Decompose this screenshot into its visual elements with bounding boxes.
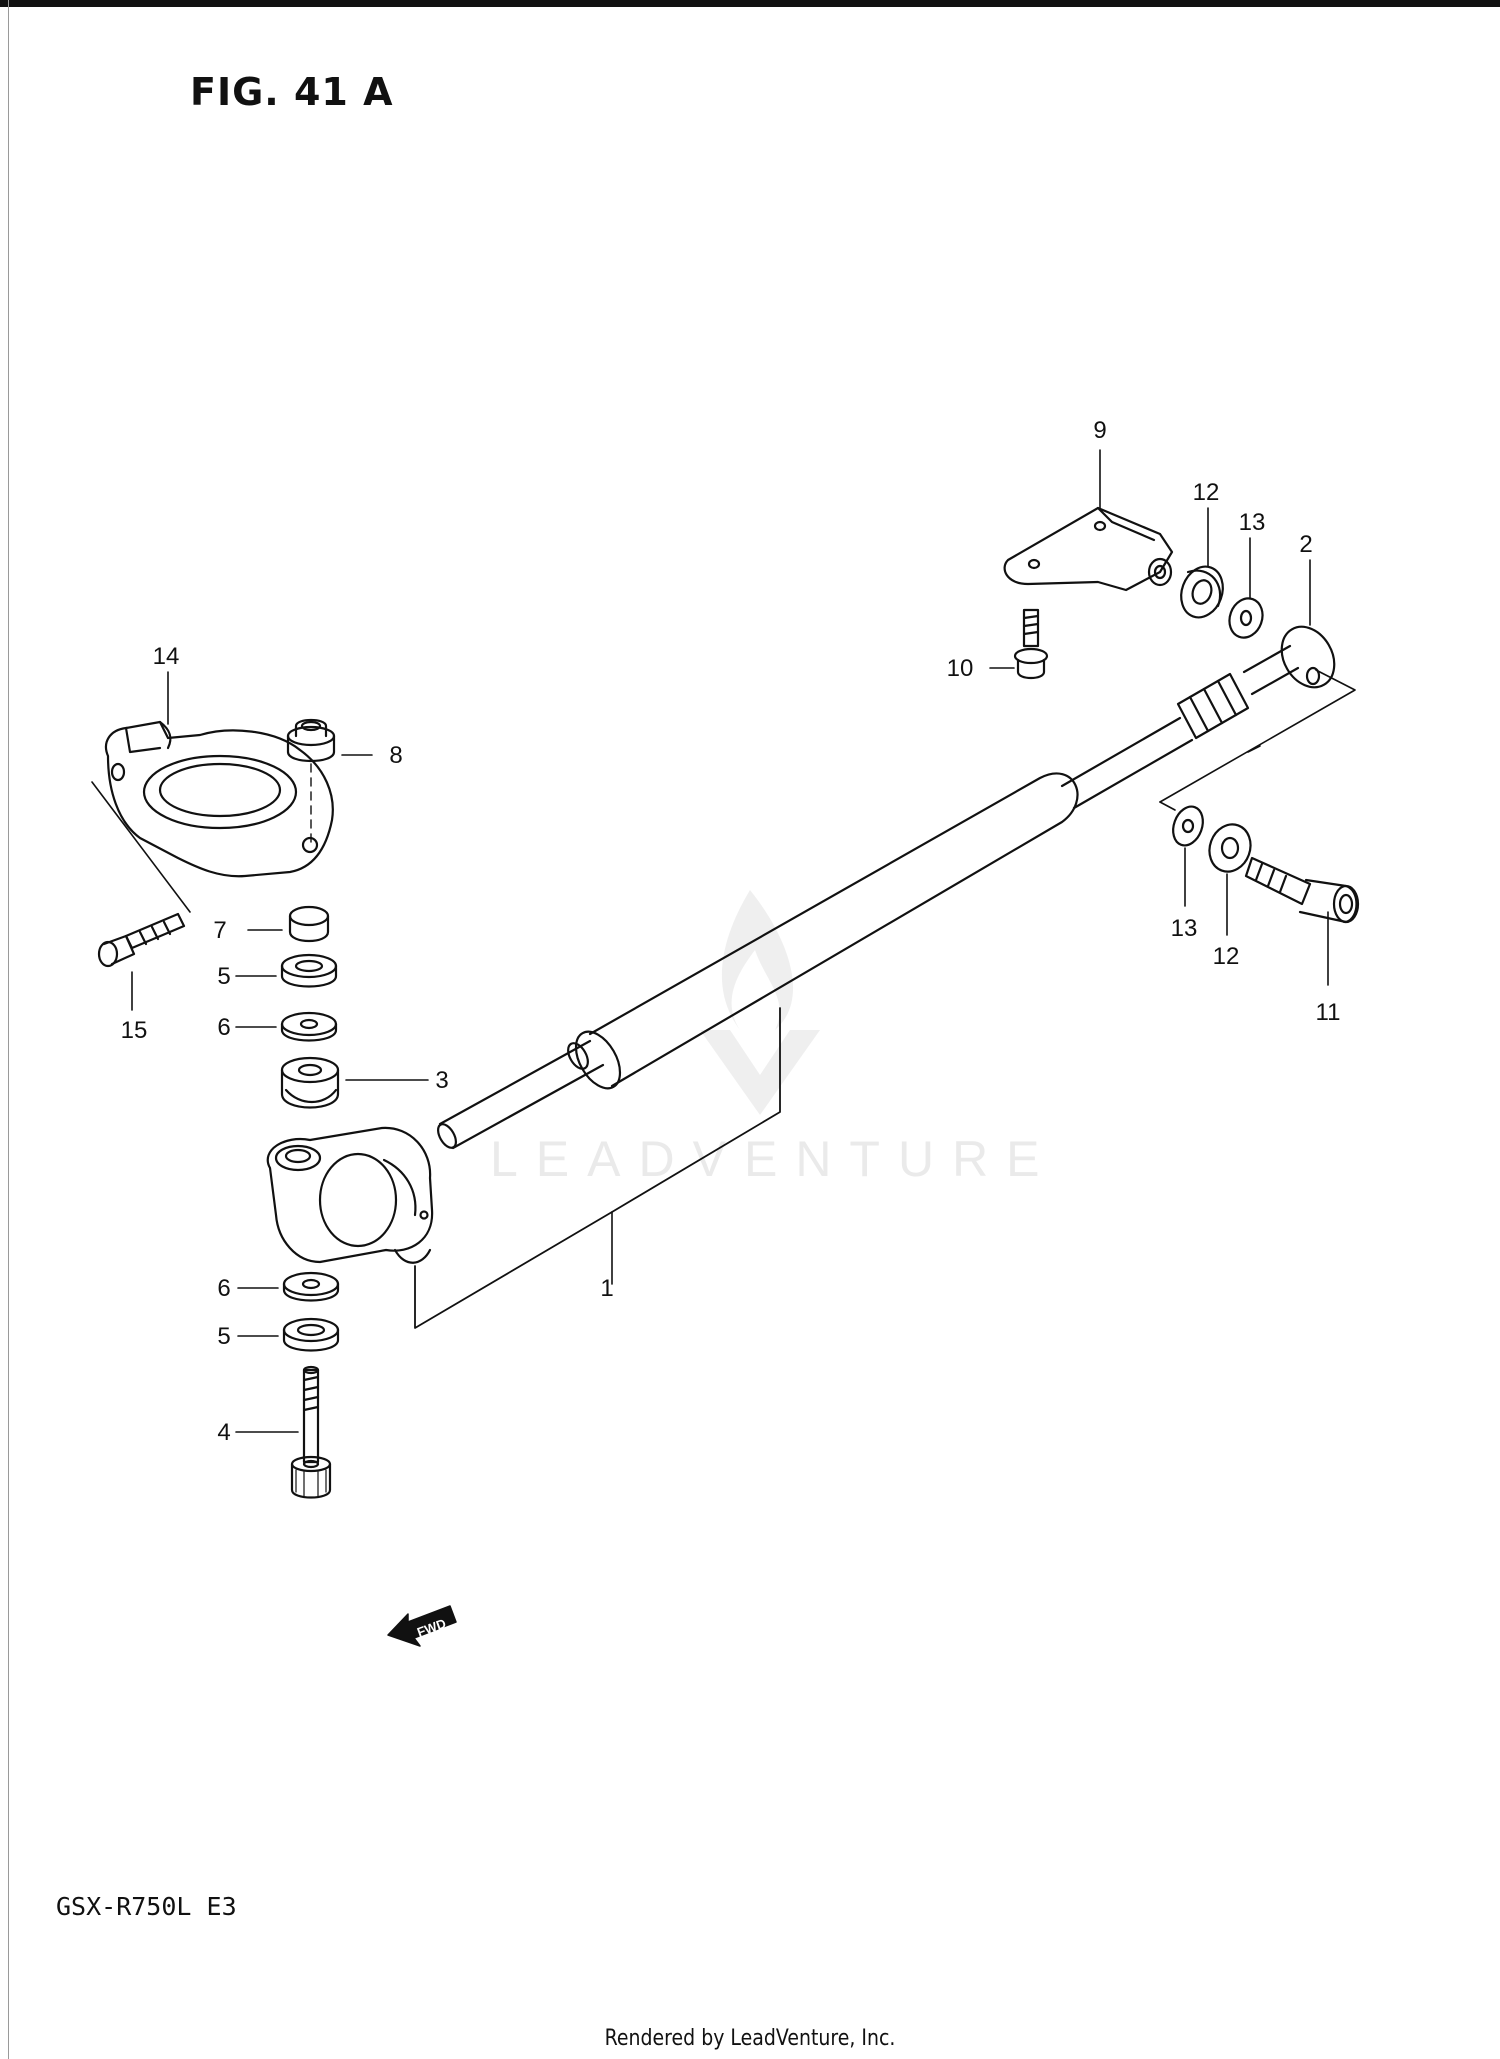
seal-washer-upper [235, 953, 338, 988]
footer-credit: Rendered by LeadVenture, Inc. [604, 2026, 896, 2051]
left-page-edge [8, 0, 9, 2059]
callout-9: 9 [1093, 417, 1106, 444]
callout-14: 14 [153, 643, 180, 670]
upper-washers [1180, 507, 1311, 639]
socket-head-bolt [235, 1365, 332, 1499]
callout-1: 1 [600, 1275, 613, 1302]
callout-12-upper: 12 [1193, 479, 1220, 506]
upper-bolt [989, 608, 1049, 680]
seal-washer-lower [237, 1317, 340, 1352]
model-code: GSX-R750L E3 [56, 1892, 237, 1921]
top-border-rule [0, 0, 1500, 7]
lower-right-bolt [1244, 856, 1360, 986]
callout-7: 7 [213, 917, 226, 944]
callout-12-lower: 12 [1213, 943, 1240, 970]
callout-6-upper: 6 [217, 1014, 230, 1041]
callout-8: 8 [389, 742, 402, 769]
callout-13-lower: 13 [1171, 915, 1198, 942]
watermark-flame-logo [700, 890, 820, 1115]
callout-4: 4 [217, 1419, 230, 1446]
callout-13-upper: 13 [1239, 509, 1266, 536]
watermark-text: LEADVENTURE [490, 1131, 1058, 1187]
callout-2: 2 [1299, 531, 1312, 558]
lower-right-washers [1172, 805, 1252, 936]
flat-washer-lower [237, 1271, 340, 1302]
callout-10: 10 [947, 655, 974, 682]
upper-bracket [1003, 449, 1174, 592]
callout-5-lower: 5 [217, 1323, 230, 1350]
clamp-bolt [97, 912, 186, 1011]
steering-damper-body [266, 625, 1336, 1329]
callout-15: 15 [121, 1017, 148, 1044]
collar [247, 905, 330, 943]
figure-title: FIG. 41 A [190, 70, 394, 114]
forward-direction-arrow [387, 1605, 457, 1647]
flange-nut [286, 718, 373, 846]
clamp-bracket [91, 671, 334, 913]
callout-6-lower: 6 [217, 1275, 230, 1302]
callout-5-upper: 5 [217, 963, 230, 990]
rubber-bushing [280, 1056, 429, 1109]
callout-labels: 1 2 3 4 5 5 6 6 7 8 9 10 11 12 12 13 13 … [121, 417, 1341, 1640]
callout-11: 11 [1316, 999, 1341, 1026]
flat-washer-upper [235, 1011, 338, 1042]
callout-3: 3 [435, 1067, 448, 1094]
